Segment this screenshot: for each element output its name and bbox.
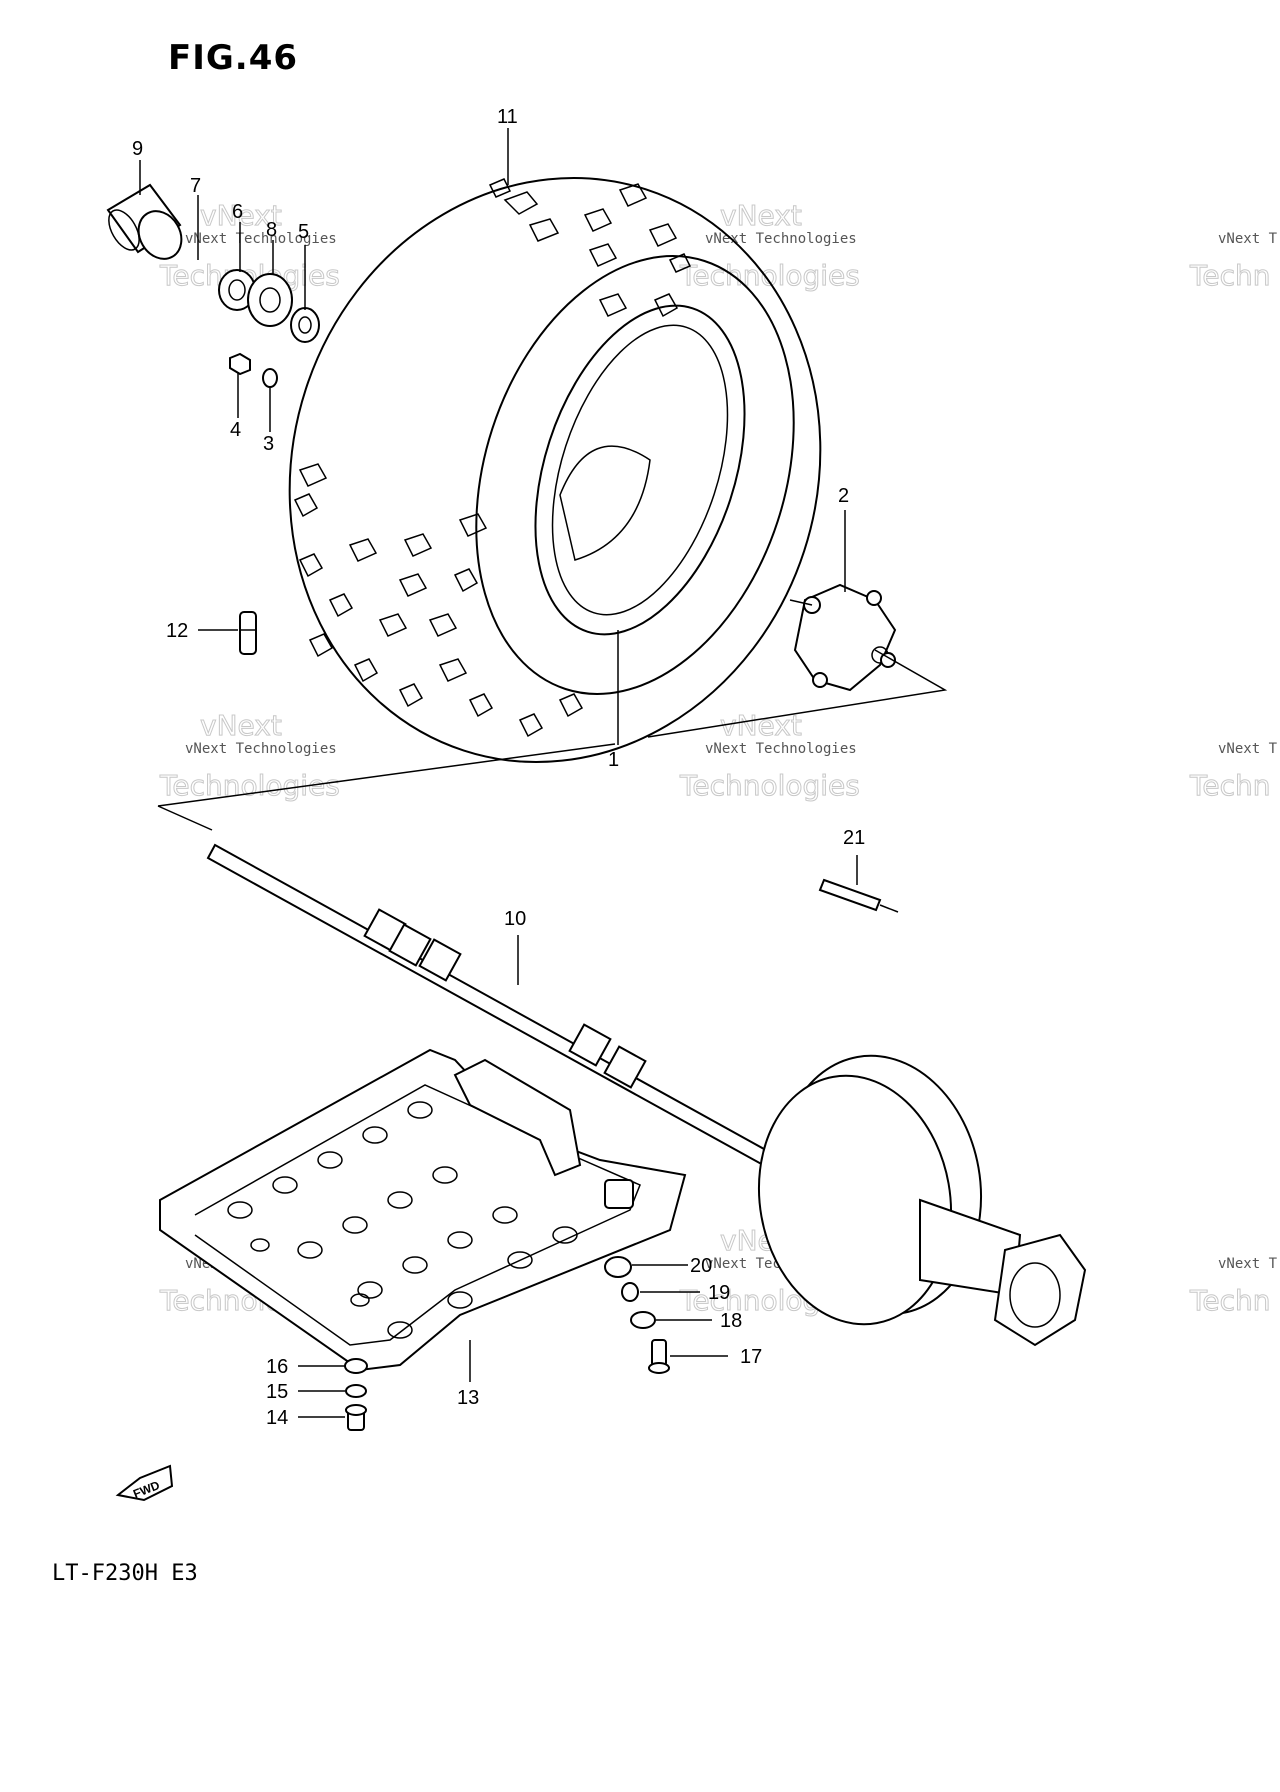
skid-plate-part-13 [159,1048,687,1372]
watermark-text: Techn [1189,259,1270,292]
callout-20: 20 [690,1255,712,1277]
nut-part-4 [229,352,251,376]
callout-8: 8 [266,219,277,241]
washer-part-18 [630,1311,656,1329]
watermark-text: vNext Technologies [705,741,857,757]
callout-4: 4 [230,419,241,441]
callout-12: 12 [166,620,188,642]
callout-9: 9 [132,138,143,160]
wheel-tire-assembly [288,176,822,764]
washer-part-15 [345,1384,367,1398]
explode-guide-line [157,743,616,807]
callout-15: 15 [266,1381,288,1403]
watermark-text: vNext Technologies [185,231,337,247]
callout-7: 7 [190,175,201,197]
explode-guide-line [157,805,213,831]
watermark-text: vNext [200,199,282,232]
watermark-text: Technologies [679,769,860,802]
callout-19: 19 [708,1282,730,1304]
callout-leaders [139,128,858,1418]
brake-disc-hub [757,1054,1087,1347]
watermark-text: vNext T [1218,1256,1278,1272]
tire-outline [288,176,822,764]
fwd-arrow-icon: FWD [115,1464,174,1501]
callout-14: 14 [266,1407,288,1429]
watermark-text: Techn [1189,769,1270,802]
callout-11: 11 [497,106,518,128]
callout-21: 21 [843,827,865,849]
bolt-part-14 [345,1404,367,1431]
callout-6: 6 [232,201,243,223]
model-label: LT-F230H E3 [52,1561,198,1586]
callout-16: 16 [266,1356,288,1378]
callout-2: 2 [838,485,849,507]
watermark-text: Technologies [679,259,860,292]
washer-part-3 [262,368,278,388]
callout-1: 1 [608,749,619,771]
watermark-text: vNext [200,709,282,742]
washer-part-16 [344,1358,368,1374]
rim-center-disc [559,445,651,561]
callout-10: 10 [504,908,526,930]
grommet-part-20 [604,1256,632,1278]
callout-numbers: 1 2 3 4 5 6 7 8 9 10 11 12 13 14 15 16 1… [132,106,865,1429]
figure-title: FIG.46 [168,38,299,78]
pin-part-21 [818,878,899,913]
callout-5: 5 [298,221,309,243]
callout-17: 17 [740,1346,762,1368]
callout-18: 18 [720,1310,742,1332]
watermark-text: vNext T [1218,231,1278,247]
tire-sidewall [475,255,795,695]
callout-13: 13 [457,1387,479,1409]
bolt-part-17 [648,1339,670,1374]
wheel-hub-part-2 [789,583,897,692]
watermark-text: vNext [720,199,802,232]
callout-3: 3 [263,433,274,455]
washer-part-5 [290,307,320,343]
rim-inner [551,324,729,616]
washer-part-8 [247,273,293,327]
cap-part-9 [106,183,183,260]
watermark-text: vNext T [1218,741,1278,757]
explode-guide-line [647,649,948,738]
valve-part-12 [239,611,257,655]
watermark-text: vNext Technologies [185,741,337,757]
watermark-text: vNext Technologies [705,231,857,247]
watermark-text: Techn [1189,1284,1270,1317]
tire-tread [293,178,692,738]
collar-part-19 [621,1282,639,1302]
rim-outer [534,304,746,636]
